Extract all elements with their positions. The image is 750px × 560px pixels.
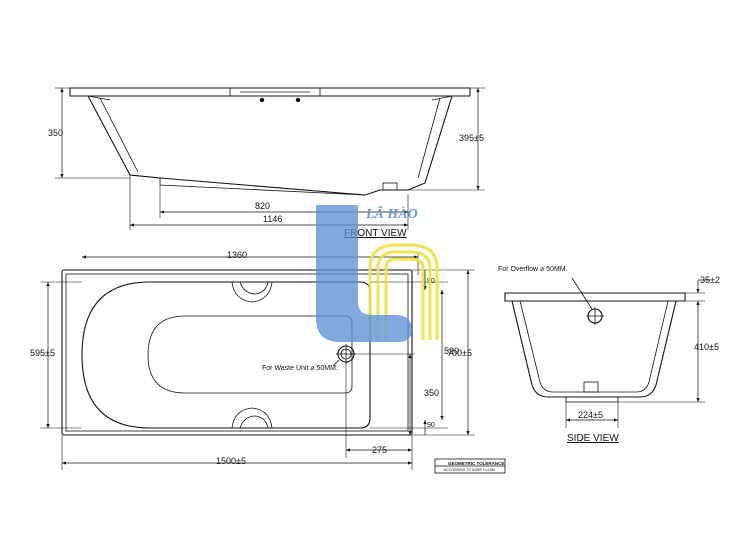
front-view: 350 395±5 820 1146 FRONT VIEW (48, 87, 485, 239)
watermark-text: LÂ HÀO (365, 205, 418, 222)
plan-inner-width-label: 520 (444, 346, 459, 356)
tolerance-box: GEOMETRIC TOLERANCE ACCORDING TO ASME Y1… (434, 458, 506, 474)
plan-waste-x-label: 275 (372, 445, 387, 455)
plan-total-width-label: 700±5 (447, 348, 472, 358)
watermark-logo: LÂ HÀO (316, 205, 439, 342)
plan-inner-length-label: 1360 (227, 250, 247, 260)
tolerance-subtitle: ACCORDING TO ASME Y14.5M (444, 468, 495, 472)
side-view-title: SIDE VIEW (567, 433, 619, 444)
plan-length-label: 1500±5 (216, 456, 246, 466)
plan-width-label: 595±5 (30, 348, 55, 358)
front-bottom-length-label: 820 (255, 201, 270, 211)
front-height-label: 350 (48, 128, 63, 138)
side-bottom-label: 224±5 (578, 410, 603, 420)
front-total-height-label: 395±5 (459, 133, 484, 143)
plan-rim-bottom-label: 90 (427, 422, 435, 429)
overflow-note: For Overflow ⌀ 50MM. (498, 266, 568, 273)
side-height-label: 410±5 (694, 342, 719, 352)
side-rim-label: 35±2 (700, 275, 720, 285)
tolerance-title: GEOMETRIC TOLERANCE (448, 461, 504, 466)
front-base-length-label: 1146 (263, 214, 282, 224)
side-view: For Overflow ⌀ 50MM. 35±2 410±5 224±5 SI… (498, 266, 720, 444)
waste-note: For Waste Unit ⌀ 50MM. (262, 365, 338, 372)
plan-view: For Waste Unit ⌀ 50MM. 1360 595±5 700±5 … (30, 250, 475, 470)
plan-waste-y-label: 350 (424, 388, 439, 398)
front-view-title: FRONT VIEW (344, 228, 407, 239)
